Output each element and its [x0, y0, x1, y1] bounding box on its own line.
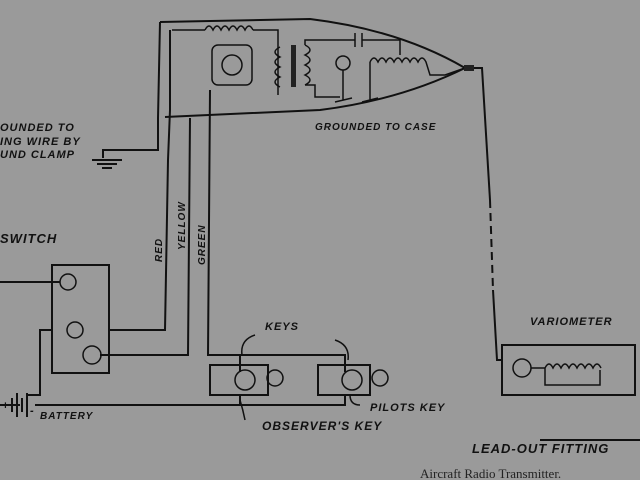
- figure-caption: Aircraft Radio Transmitter.: [420, 466, 561, 480]
- ground-label-line2: ING WIRE BY: [0, 136, 81, 148]
- capacitor: [354, 33, 363, 47]
- yellow-label: YELLOW: [177, 201, 188, 250]
- yellow-wire: [100, 117, 191, 356]
- switch-terminal-mid: [66, 321, 84, 339]
- pilots-key-label: PILOTS KEY: [370, 402, 446, 414]
- switch-terminal-bottom: [82, 345, 102, 365]
- pilots-key-box: [317, 364, 371, 396]
- top-coil: [172, 25, 279, 95]
- antenna-coil: [369, 57, 466, 76]
- rotary-gap-disc: [221, 54, 243, 76]
- lead-out-fitting-label: LEAD-OUT FITTING: [472, 441, 609, 456]
- green-label: GREEN: [197, 224, 208, 265]
- battery-label: BATTERY: [40, 411, 94, 422]
- lead-out-connector: [464, 65, 474, 71]
- ground-label-line1: OUNDED TO: [0, 122, 75, 134]
- spark-gap: [335, 55, 351, 71]
- battery-plus: +: [2, 400, 9, 412]
- observers-key-label: OBSERVER'S KEY: [262, 419, 382, 433]
- transmitter-case: [159, 17, 468, 118]
- grounded-to-case-label: GROUNDED TO CASE: [315, 122, 436, 133]
- battery-symbol: [11, 393, 28, 417]
- battery-minus: -: [30, 405, 35, 417]
- red-wire: [108, 30, 171, 331]
- switch-box: [51, 264, 110, 374]
- switch-terminal-top: [59, 273, 77, 291]
- green-wire: [206, 89, 241, 372]
- variometer-box: [501, 344, 636, 396]
- variometer-label: VARIOMETER: [530, 316, 613, 328]
- transformer: [274, 44, 311, 88]
- red-label: RED: [154, 238, 165, 262]
- ground-label-line3: UND CLAMP: [0, 149, 75, 161]
- rotary-gap: [211, 44, 253, 86]
- variometer-meter: [512, 358, 532, 378]
- ground-symbol: [92, 159, 122, 169]
- keys-label: KEYS: [265, 321, 299, 333]
- case-left-wire: [102, 21, 161, 158]
- switch-label: SWITCH: [0, 231, 57, 246]
- antenna-lead-dashed: [489, 199, 494, 291]
